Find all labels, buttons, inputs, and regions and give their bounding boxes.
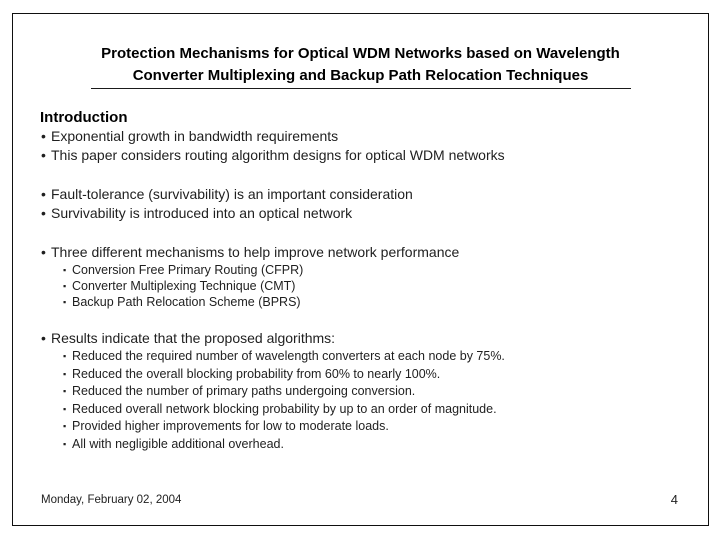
bullet-icon: • bbox=[41, 128, 46, 144]
sub-bullet-item: ▪ Reduced overall network blocking probab… bbox=[63, 401, 698, 419]
bullet-icon: • bbox=[41, 205, 46, 221]
sub-bullet-text: Converter Multiplexing Technique (CMT) bbox=[72, 279, 296, 293]
sub-bullet-item: ▪ Converter Multiplexing Technique (CMT) bbox=[63, 278, 698, 294]
bullet-group-results: • Results indicate that the proposed algo… bbox=[41, 329, 698, 453]
sub-bullet-item: ▪ All with negligible additional overhead… bbox=[63, 436, 698, 454]
sub-bullet-item: ▪ Reduced the overall blocking probabilit… bbox=[63, 366, 698, 384]
sub-bullet-icon: ▪ bbox=[63, 438, 67, 449]
bullet-text: This paper considers routing algorithm d… bbox=[51, 147, 505, 163]
bullet-icon: • bbox=[41, 147, 46, 163]
sub-bullet-item: ▪ Backup Path Relocation Scheme (BPRS) bbox=[63, 294, 698, 310]
bullet-item: • Survivability is introduced into an opt… bbox=[41, 204, 698, 223]
sub-bullet-text: Backup Path Relocation Scheme (BPRS) bbox=[72, 295, 301, 309]
bullet-text: Three different mechanisms to help impro… bbox=[51, 244, 460, 260]
sub-bullet-icon: ▪ bbox=[63, 297, 67, 307]
page-number: 4 bbox=[670, 492, 678, 507]
sub-bullet-icon: ▪ bbox=[63, 351, 67, 361]
bullet-item: • Fault-tolerance (survivability) is an i… bbox=[41, 185, 698, 204]
bullet-item: • This paper considers routing algorithm … bbox=[41, 146, 698, 165]
sub-bullet-icon: ▪ bbox=[63, 265, 67, 275]
slide-title-line2: Converter Multiplexing and Backup Path R… bbox=[132, 67, 589, 84]
bullet-group-mechanisms: • Three different mechanisms to help impr… bbox=[41, 243, 698, 310]
sub-bullet-icon: ▪ bbox=[63, 403, 67, 414]
sub-bullet-list-mechanisms: ▪Conversion Free Primary Routing (CFPR) … bbox=[63, 262, 698, 310]
bullet-group-survivability: • Fault-tolerance (survivability) is an i… bbox=[41, 185, 698, 223]
bullet-text: Results indicate that the proposed algor… bbox=[51, 330, 336, 346]
bullet-item: • Exponential growth in bandwidth require… bbox=[41, 127, 698, 146]
sub-bullet-item: ▪ Conversion Free Primary Routing (CFPR) bbox=[63, 262, 698, 278]
bullet-icon: • bbox=[41, 330, 46, 346]
sub-bullet-text: Reduced the overall blocking probability… bbox=[72, 366, 441, 381]
sub-bullet-icon: ▪ bbox=[63, 386, 67, 396]
sub-bullet-text: All with negligible additional overhead. bbox=[72, 436, 284, 451]
bullet-text: Fault-tolerance (survivability) is an im… bbox=[51, 186, 413, 202]
sub-bullet-text: Reduced overall network blocking probabi… bbox=[72, 401, 497, 416]
bullet-text: Exponential growth in bandwidth requirem… bbox=[51, 128, 339, 144]
sub-bullet-item: ▪ Provided higher improvements for low to… bbox=[63, 418, 698, 436]
sub-bullet-item: ▪ Reduced the required number of waveleng… bbox=[63, 348, 698, 366]
bullet-item: • Three different mechanisms to help impr… bbox=[41, 243, 698, 262]
section-heading: Introduction bbox=[40, 109, 128, 126]
slide-title: Protection Mechanisms for Optical WDM Ne… bbox=[13, 43, 708, 87]
sub-bullet-text: Reduced the required number of wavelengt… bbox=[72, 349, 505, 363]
sub-bullet-icon: ▪ bbox=[63, 421, 67, 431]
bullet-text: Survivability is introduced into an opti… bbox=[51, 205, 353, 221]
sub-bullet-icon: ▪ bbox=[63, 368, 67, 379]
bullet-group-intro: • Exponential growth in bandwidth require… bbox=[41, 127, 698, 165]
sub-bullet-text: Conversion Free Primary Routing (CFPR) bbox=[72, 263, 304, 277]
sub-bullet-text: Provided higher improvements for low to … bbox=[72, 419, 389, 433]
slide-frame: Protection Mechanisms for Optical WDM Ne… bbox=[12, 13, 709, 526]
footer-date: Monday, February 02, 2004 bbox=[41, 494, 182, 506]
sub-bullet-text: Reduced the number of primary paths unde… bbox=[72, 384, 416, 398]
bullet-item: • Results indicate that the proposed algo… bbox=[41, 329, 698, 348]
sub-bullet-item: ▪ Reduced the number of primary paths und… bbox=[63, 383, 698, 401]
title-underline bbox=[90, 88, 631, 89]
sub-bullet-list-results: ▪ Reduced the required number of waveleng… bbox=[63, 348, 698, 453]
sub-bullet-icon: ▪ bbox=[63, 281, 67, 291]
bullet-icon: • bbox=[41, 244, 46, 260]
slide-title-line1: Protection Mechanisms for Optical WDM Ne… bbox=[101, 45, 620, 62]
bullet-icon: • bbox=[41, 186, 46, 202]
